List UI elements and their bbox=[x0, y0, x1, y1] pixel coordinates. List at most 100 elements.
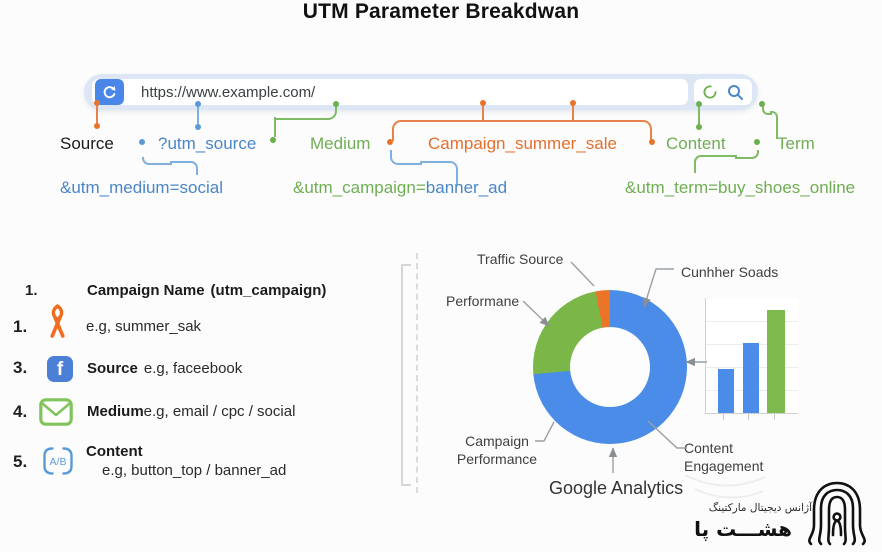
facebook-letter: f bbox=[56, 359, 64, 380]
legend-title: Content bbox=[86, 443, 143, 460]
dot bbox=[759, 101, 765, 107]
dot bbox=[333, 101, 339, 107]
bar bbox=[718, 369, 734, 413]
connector-medium-elbow-a bbox=[274, 105, 337, 120]
dashed-divider bbox=[416, 253, 418, 493]
legend-row-content-title: Content bbox=[86, 443, 143, 460]
dot bbox=[195, 124, 201, 130]
callout-content-engagement: Content Engagement bbox=[684, 439, 763, 475]
axis-tick bbox=[748, 414, 749, 420]
connector-campaign-bracket bbox=[392, 120, 652, 141]
search-icon[interactable] bbox=[727, 84, 744, 101]
label-medium: Medium bbox=[310, 134, 371, 153]
connector-content-stem bbox=[698, 106, 700, 127]
logo-tagline: آژانس دیجیتال مارکتینگ bbox=[708, 502, 812, 514]
axis-tick bbox=[723, 414, 724, 420]
dot bbox=[139, 139, 145, 145]
connector-term-elbow-b bbox=[770, 111, 778, 139]
browser-actions bbox=[694, 79, 752, 105]
callout-traffic-source: Traffic Source bbox=[477, 251, 564, 267]
dot bbox=[649, 139, 655, 145]
legend-detail: e.g, email / cpc / social bbox=[143, 403, 296, 420]
callout-campaign-performance: Campaign Performance bbox=[441, 432, 553, 468]
callout-line: Campaign bbox=[465, 433, 529, 449]
bar bbox=[743, 342, 759, 413]
utm-campaign-prefix: &utm_campaign= bbox=[293, 178, 426, 197]
url-text: https://www.example.com/ bbox=[141, 83, 316, 101]
loader-icon[interactable] bbox=[702, 84, 718, 100]
legend-row-medium: Mediume.g, email / cpc / social bbox=[87, 403, 295, 420]
dot bbox=[94, 123, 100, 129]
bracket-utmsource-a bbox=[142, 157, 172, 165]
logo-name: هشـــت پا bbox=[694, 517, 792, 541]
legend-number-3: 3. bbox=[13, 358, 28, 377]
legend-number-5: 5. bbox=[13, 452, 28, 471]
callout-line: Performance bbox=[456, 451, 538, 467]
refresh-button[interactable] bbox=[95, 79, 124, 105]
ribbon-icon bbox=[50, 304, 65, 338]
bracket-term-a bbox=[735, 150, 759, 159]
octopus-logo-icon bbox=[808, 481, 866, 546]
connector-source-stem bbox=[96, 104, 98, 126]
bracket-campaign-b bbox=[420, 161, 458, 185]
label-content: Content bbox=[666, 134, 726, 153]
axis-tick bbox=[774, 414, 775, 420]
connector-medium-elbow-b bbox=[274, 117, 276, 137]
legend-row-source: Source e.g, faceebook bbox=[87, 360, 242, 377]
facebook-icon: f bbox=[47, 356, 73, 382]
dot bbox=[570, 100, 576, 106]
bar-chart bbox=[705, 298, 798, 414]
legend-title: Medium bbox=[87, 403, 144, 420]
label-source: Source bbox=[60, 134, 114, 153]
value-utm-campaign: &utm_campaign=banner_ad bbox=[293, 178, 507, 198]
legend-row-content-detail: e.g, button_top / banner_ad bbox=[102, 462, 287, 479]
callout-line: Engagement bbox=[684, 458, 764, 474]
legend-detail: e.g, faceebook bbox=[143, 360, 243, 377]
page-title: UTM Parameter Breakdwan bbox=[302, 0, 580, 23]
label-term: Term bbox=[777, 134, 815, 153]
legend-title: Source bbox=[87, 360, 138, 377]
label-utm-source: ?utm_source bbox=[158, 134, 257, 153]
dot bbox=[754, 139, 760, 145]
refresh-icon bbox=[103, 85, 116, 98]
ab-test-icon: A/B bbox=[43, 447, 73, 475]
callout-performane: Performane bbox=[446, 293, 520, 309]
legend-number-4: 4. bbox=[13, 402, 28, 421]
legend-row-campaign-name: Campaign Name (utm_campaign) bbox=[87, 282, 326, 299]
utm-campaign-value: banner_ad bbox=[425, 178, 508, 197]
connector-term-elbow-a bbox=[762, 105, 772, 115]
section-bracket bbox=[401, 264, 411, 486]
ab-letters: A/B bbox=[50, 456, 67, 468]
dot bbox=[270, 137, 276, 143]
dot bbox=[480, 100, 486, 106]
google-analytics-label: Google Analytics bbox=[549, 478, 684, 498]
dot bbox=[387, 139, 393, 145]
dot bbox=[195, 101, 201, 107]
dot bbox=[696, 101, 702, 107]
bar bbox=[767, 309, 785, 413]
bracket-utmsource-b bbox=[170, 161, 198, 175]
url-input[interactable]: https://www.example.com/ bbox=[92, 79, 688, 105]
value-utm-medium: &utm_medium=social bbox=[60, 178, 223, 197]
donut-hole bbox=[570, 327, 650, 407]
legend-number-1: 1. bbox=[25, 282, 38, 299]
dot bbox=[94, 100, 100, 106]
connector-campaign-stem-2 bbox=[572, 104, 574, 120]
dot bbox=[696, 124, 702, 130]
envelope-icon bbox=[39, 398, 73, 426]
callout-line: Content bbox=[684, 440, 734, 456]
bracket-term-b bbox=[694, 155, 737, 173]
bracket-campaign-a bbox=[390, 150, 422, 165]
callout-cunhher-soads: Cunhher Soads bbox=[681, 264, 779, 280]
legend-row-example: e.g, summer_sak bbox=[86, 318, 202, 335]
legend-detail: (utm_campaign) bbox=[210, 282, 327, 299]
connector-campaign-stem-1 bbox=[482, 104, 484, 120]
legend-number-2: 1. bbox=[13, 317, 28, 336]
gridline bbox=[706, 321, 798, 322]
legend-title: Campaign Name bbox=[87, 282, 205, 299]
value-utm-term: &utm_term=buy_shoes_online bbox=[625, 178, 856, 197]
connector-utmsource-stem bbox=[197, 106, 199, 127]
label-campaign: Campaign_summer_sale bbox=[428, 134, 617, 153]
decorative-lines bbox=[684, 474, 766, 499]
